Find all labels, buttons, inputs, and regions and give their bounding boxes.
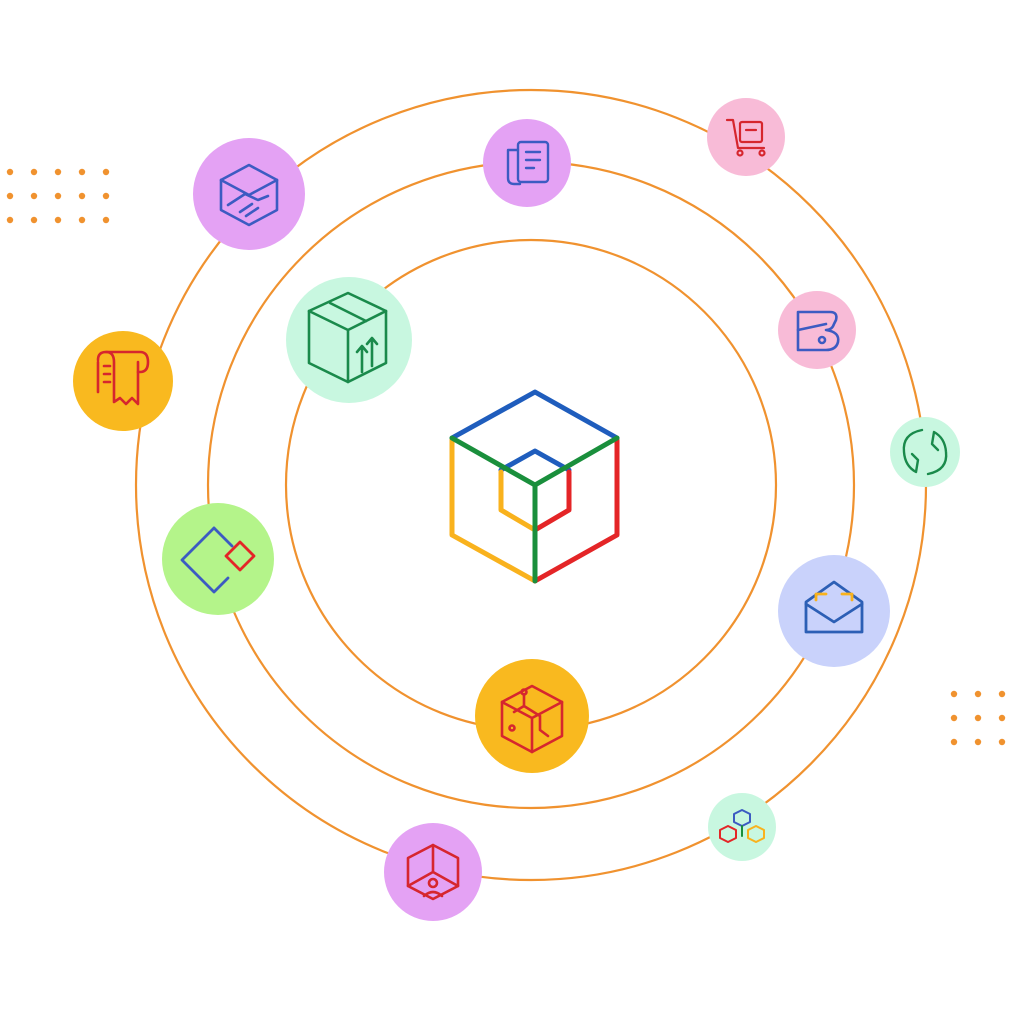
decorative-dot — [974, 690, 982, 698]
decorative-dot — [30, 168, 38, 176]
commerce-icon — [162, 503, 274, 615]
dot-grid-right — [950, 690, 1006, 746]
decorative-dot — [54, 168, 62, 176]
decorative-dot — [54, 192, 62, 200]
decorative-dot — [6, 168, 14, 176]
handshake-cube-icon — [193, 138, 305, 250]
decorative-dot — [54, 216, 62, 224]
document-icon — [483, 119, 571, 207]
cart-icon — [707, 98, 785, 176]
decorative-dot — [78, 216, 86, 224]
decorative-dot — [998, 714, 1006, 722]
decorative-dot — [78, 168, 86, 176]
decorative-dot — [974, 714, 982, 722]
decorative-dot — [102, 168, 110, 176]
network-cube-icon — [475, 659, 589, 773]
decorative-dot — [950, 690, 958, 698]
decorative-dot — [950, 714, 958, 722]
receipt-icon — [73, 331, 173, 431]
mail-icon — [778, 555, 890, 667]
decorative-dot — [950, 738, 958, 746]
zoho-cube-logo-icon — [449, 389, 620, 584]
decorative-dot — [30, 216, 38, 224]
blocks-icon — [708, 793, 776, 861]
decorative-dot — [6, 192, 14, 200]
bookings-icon — [778, 291, 856, 369]
location-cube-icon — [384, 823, 482, 921]
decorative-dot — [30, 192, 38, 200]
decorative-dot — [6, 216, 14, 224]
decorative-dot — [78, 192, 86, 200]
decorative-dot — [102, 192, 110, 200]
decorative-dot — [998, 738, 1006, 746]
sync-icon — [890, 417, 960, 487]
dot-grid-left — [6, 168, 110, 224]
inventory-box-icon — [286, 277, 412, 403]
decorative-dot — [102, 216, 110, 224]
decorative-dot — [998, 690, 1006, 698]
decorative-dot — [974, 738, 982, 746]
